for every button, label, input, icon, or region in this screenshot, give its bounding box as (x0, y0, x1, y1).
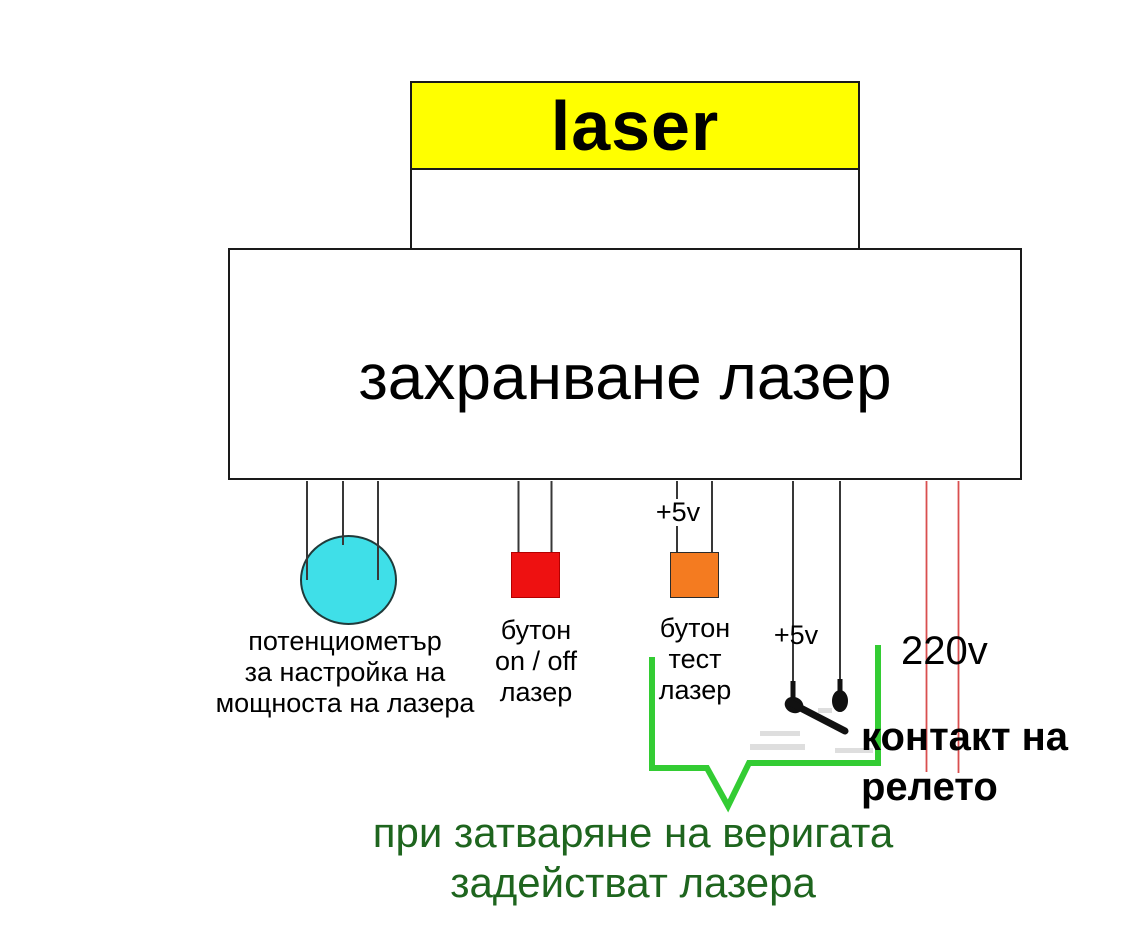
button-onoff-label-line3: лазер (499, 677, 573, 707)
potentiometer-label-line3: мощноста на лазера (215, 688, 475, 718)
button-onoff-label-line2: on / off (494, 646, 578, 676)
laser-box-label: laser (550, 86, 720, 165)
button-test-label-line2: тест (668, 644, 722, 674)
power-supply-box: захранване лазер (228, 248, 1022, 480)
potentiometer-knob (300, 535, 397, 625)
potentiometer-label: потенциометър за настройка на мощноста н… (216, 626, 475, 719)
potentiometer-label-line1: потенциометър (248, 626, 442, 656)
mains-voltage-label: 220v (901, 629, 988, 673)
relay-switch (784, 679, 849, 735)
button-onoff-wires (517, 481, 553, 552)
test-voltage-label: +5v (652, 499, 704, 526)
potentiometer-label-line2: за настройка на (244, 657, 446, 687)
circuit-bracket (649, 645, 881, 813)
power-supply-label: захранване лазер (358, 341, 892, 413)
button-test-label-line1: бутон (659, 613, 731, 643)
circuit-note-line2: задействат лазера (450, 859, 816, 906)
button-onoff-label-line1: бутон (500, 615, 572, 645)
faded-marks (750, 708, 873, 753)
relay-contact-label: контакт на релето (861, 712, 1068, 812)
mains-lines (925, 481, 960, 773)
switch-lever (787, 699, 849, 735)
button-test (670, 552, 719, 598)
relay-voltage-label: +5v (773, 620, 819, 650)
button-test-label-line3: лазер (658, 675, 732, 705)
button-onoff (511, 552, 560, 598)
relay-contact-label-line1: контакт на (861, 715, 1069, 759)
circuit-note-line1: при затваряне на веригата (372, 809, 894, 856)
relay-wires (792, 481, 841, 684)
laser-box: laser (410, 81, 860, 170)
relay-contact-label-line2: релето (861, 765, 998, 809)
button-onoff-label: бутон on / off лазер (495, 615, 577, 708)
laser-psu-connector (410, 170, 860, 248)
circuit-note: при затваряне на веригата задействат лаз… (373, 808, 893, 908)
button-test-label: бутон тест лазер (659, 613, 732, 706)
potentiometer-wires (306, 481, 379, 580)
